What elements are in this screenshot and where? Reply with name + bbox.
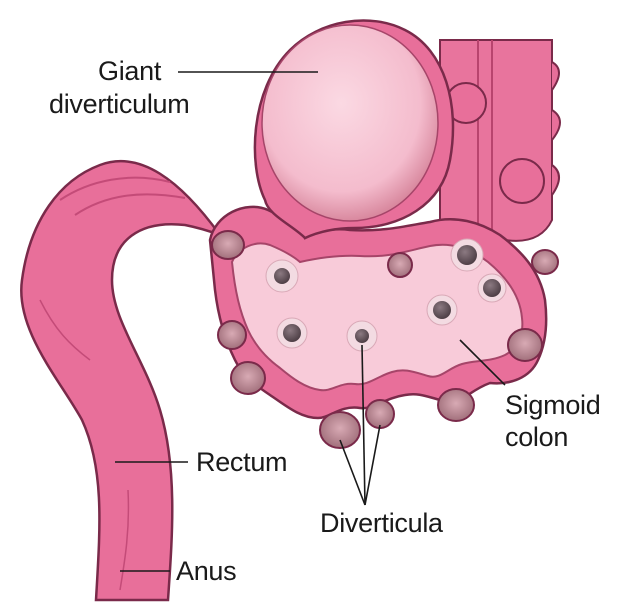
label-sigmoid-line1: Sigmoid [505, 390, 600, 421]
label-giant-line1: Giant [98, 56, 161, 87]
diverticula-leader-right [365, 425, 380, 505]
diverticula-leader-left [340, 440, 365, 505]
label-sigmoid-line2: colon [505, 422, 568, 453]
label-anus: Anus [176, 556, 236, 587]
label-diverticula: Diverticula [320, 508, 443, 539]
giant-diverticulum-sac [255, 20, 453, 238]
rectum-body [21, 161, 220, 600]
descending-colon [440, 40, 560, 241]
label-rectum: Rectum [196, 447, 287, 478]
label-giant-line2: diverticulum [49, 89, 189, 120]
